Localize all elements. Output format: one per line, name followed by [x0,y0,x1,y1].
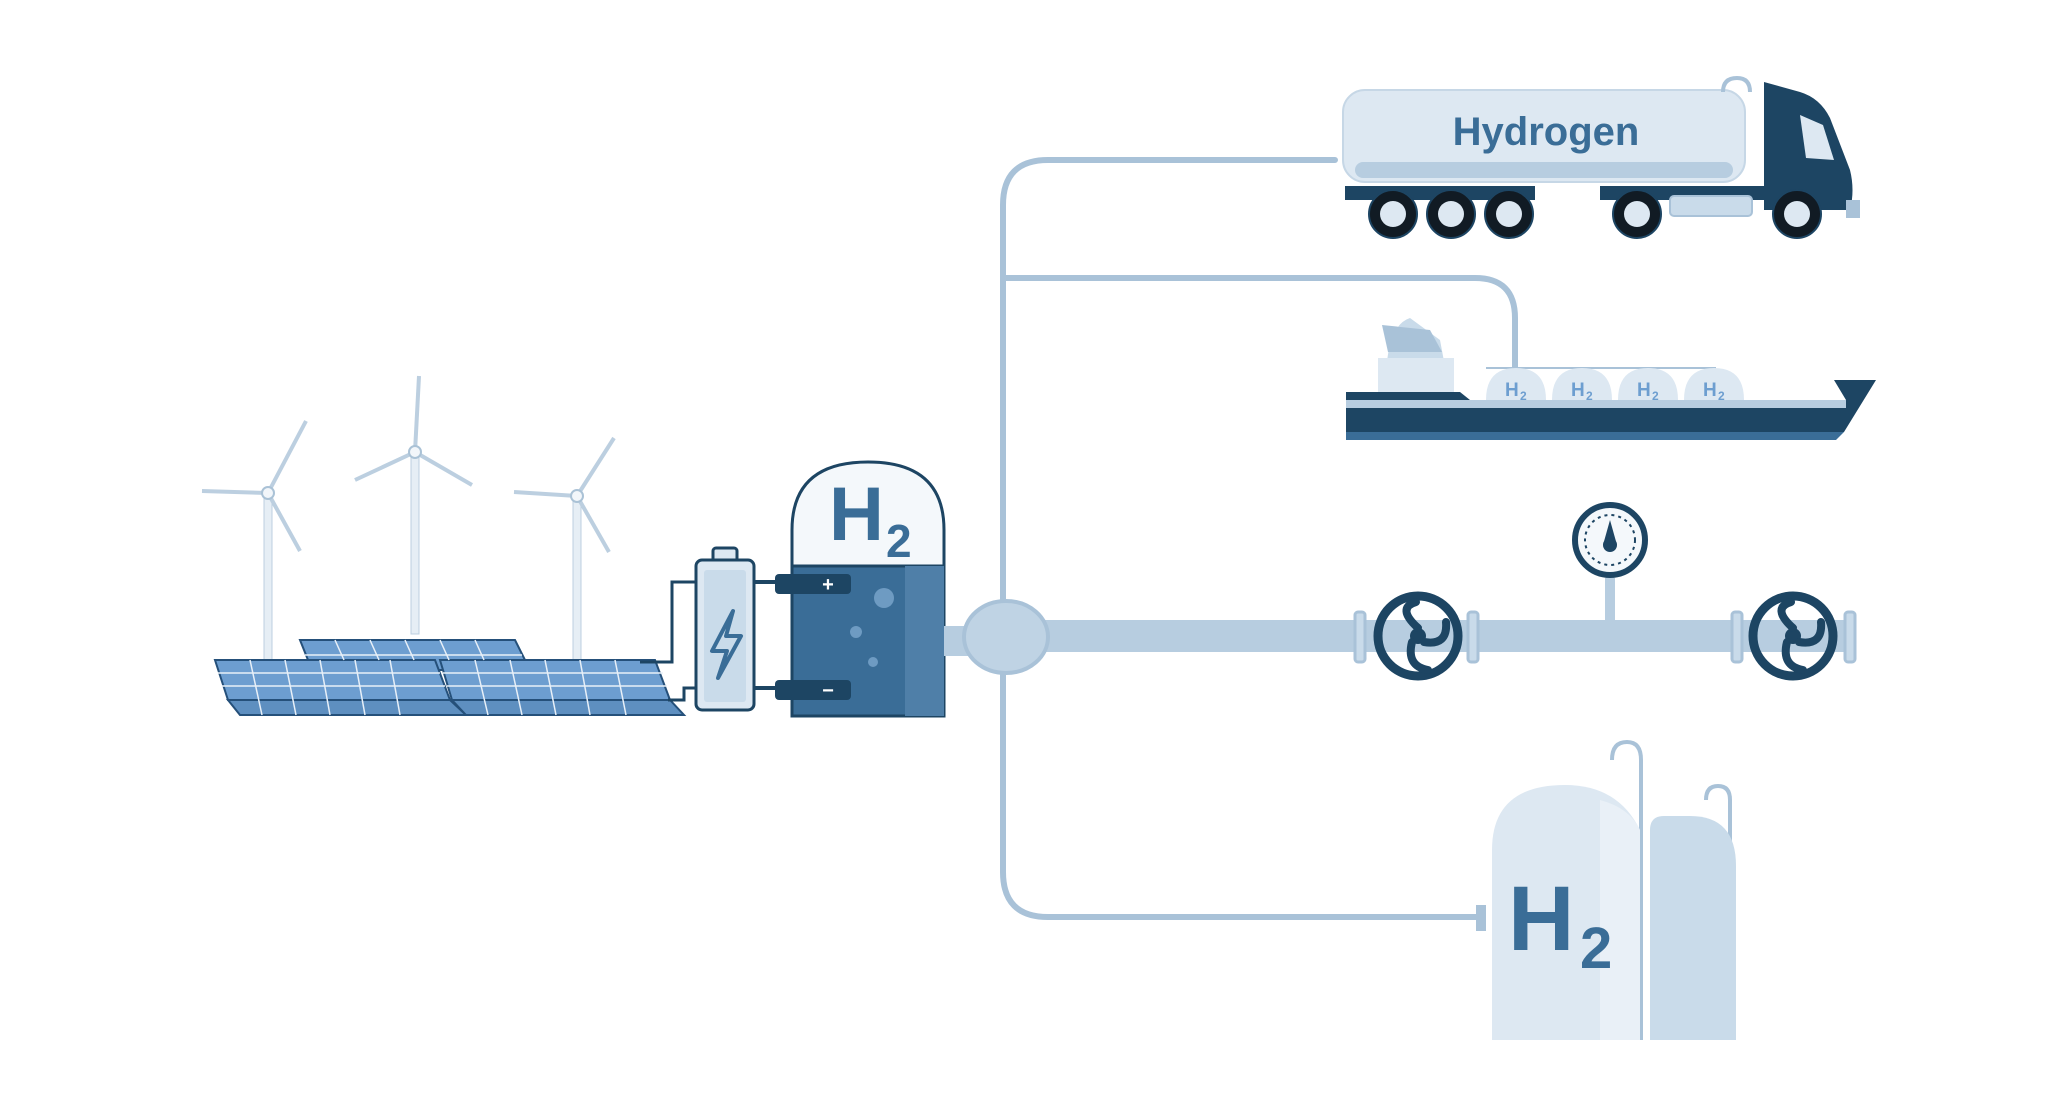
pipe-valve-icon [1748,591,1838,681]
wind-turbines [201,375,616,665]
ship-icon: H 2 H 2 H 2 H 2 [1346,318,1876,440]
ship-tank-label: H [1637,380,1651,401]
power-wire [640,580,700,664]
ship-tank-subscript: 2 [1718,389,1725,403]
ship-tank-subscript: 2 [1586,389,1593,403]
pipe-junction [962,599,1050,675]
line-to-storage [1000,647,1485,920]
electrolyzer-subscript: 2 [886,515,912,567]
wind-turbine-icon [201,420,308,664]
distribution-lines [1000,157,1518,920]
pipeline [962,502,1857,681]
lightning-icon [710,609,743,680]
power-wire [668,686,700,702]
electrolyzer-icon: + − H 2 [775,460,970,718]
line-to-truck [1000,157,1338,623]
storage-tank-icon: H 2 [1476,739,1736,1040]
storage-h-symbol: H [1508,868,1574,970]
truck-tank-label: Hydrogen [1453,110,1640,154]
ship-tank-label: H [1505,380,1519,401]
line-to-ship [1000,275,1518,373]
solar-panels [213,580,700,716]
truck-icon: Hydrogen [1342,75,1860,239]
pressure-gauge-icon [1572,502,1648,622]
wind-turbine-icon [513,436,616,665]
ship-tank-label: H [1571,380,1585,401]
minus-sign: − [822,680,834,702]
ship-tank-subscript: 2 [1520,389,1527,403]
solar-panel-icon [213,639,687,716]
electrolyzer-h-symbol: H [829,472,884,557]
wind-turbine-icon [354,375,474,635]
battery-icon [694,546,775,712]
ship-tanks: H 2 H 2 H 2 H 2 [1486,368,1744,403]
pipe-valve-icon [1373,591,1463,681]
ship-tank-subscript: 2 [1652,389,1659,403]
plus-sign: + [822,574,834,596]
storage-subscript: 2 [1580,916,1612,981]
ship-tank-label: H [1703,380,1717,401]
